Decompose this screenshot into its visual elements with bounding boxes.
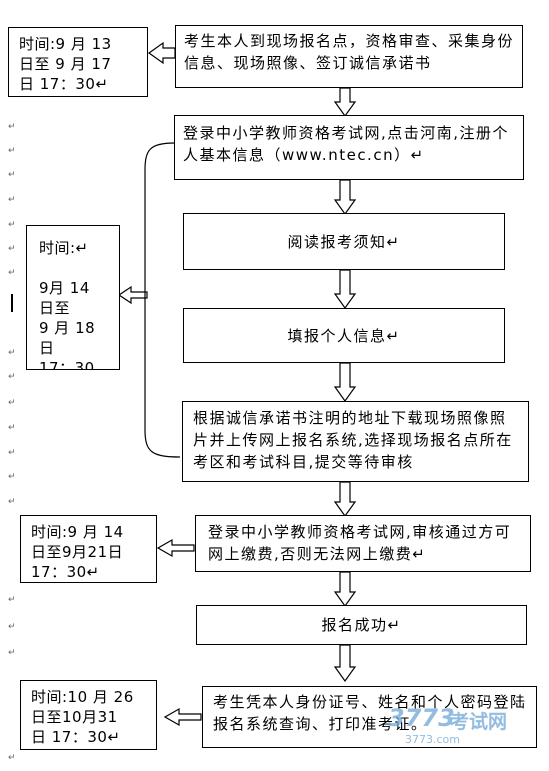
time-box-3: 时间:9 月 14 日至9月21日 17：30↵	[20, 515, 157, 583]
paragraph-mark: ↵	[8, 622, 16, 632]
arrow-down-1	[333, 87, 357, 118]
step-box-registration-success: 报名成功↵	[196, 605, 527, 645]
time-text: 时间:10 月 26 日至10月31 日 17：30↵	[31, 688, 134, 746]
step-box-register-online: 登录中小学教师资格考试网,点击河南,注册个人基本信息（www.ntec.cn）↵	[174, 115, 524, 180]
paragraph-mark: ↵	[8, 170, 16, 180]
step-box-review-payment: 登录中小学教师资格考试网,审核通过方可网上缴费,否则无法网上缴费↵	[195, 515, 531, 572]
arrow-left-3	[156, 538, 195, 558]
step-text: 考生本人到现场报名点，资格审查、采集身份信息、现场照像、签订诚信承诺书	[184, 32, 515, 72]
time-text: 时间:↵ 9月 14 日至 9 月 18 日 17：30	[39, 239, 96, 370]
step-box-on-site-registration: 考生本人到现场报名点，资格审查、采集身份信息、现场照像、签订诚信承诺书	[175, 25, 523, 88]
paragraph-mark: ↵	[8, 268, 16, 278]
paragraph-mark: ↵	[8, 244, 16, 254]
arrow-left-1	[147, 41, 176, 65]
paragraph-mark: ↵	[8, 195, 16, 205]
paragraph-mark: ↵	[8, 448, 16, 458]
step-box-fill-personal-info: 填报个人信息↵	[183, 308, 505, 363]
step-text: 根据诚信承诺书注明的地址下载现场照像照片并上传网上报名系统,选择现场报名点所在考…	[193, 409, 513, 471]
arrow-left-2	[117, 285, 148, 305]
arrow-down-4	[333, 362, 357, 403]
paragraph-mark: ↵	[8, 753, 16, 763]
arrow-left-4	[163, 707, 202, 727]
arrow-down-2	[333, 179, 357, 216]
step-box-print-admission-ticket: 考生凭本人身份证号、姓名和个人密码登陆报名系统查询、打印准考证。	[202, 686, 537, 748]
step-box-read-notice: 阅读报考须知↵	[183, 213, 505, 270]
watermark-logo: 3773	[388, 704, 455, 732]
time-box-4: 时间:10 月 26 日至10月31 日 17：30↵	[20, 680, 157, 750]
arrow-down-3	[333, 269, 357, 310]
arrow-down-5	[333, 481, 357, 518]
paragraph-mark: ↵	[8, 497, 16, 507]
step-text: 报名成功↵	[321, 616, 402, 634]
step-text: 填报个人信息↵	[287, 326, 401, 345]
step-text: 登录中小学教师资格考试网,点击河南,注册个人基本信息（www.ntec.cn）↵	[183, 124, 510, 164]
paragraph-mark: ↵	[8, 595, 16, 605]
group-bracket	[144, 142, 181, 458]
paragraph-mark: ↵	[8, 423, 16, 433]
step-text: 考生凭本人身份证号、姓名和个人密码登陆报名系统查询、打印准考证。	[213, 693, 527, 733]
paragraph-mark: ↵	[8, 472, 16, 482]
arrow-down-6	[333, 571, 357, 608]
step-text: 登录中小学教师资格考试网,审核通过方可网上缴费,否则无法网上缴费↵	[208, 523, 512, 563]
step-box-upload-photo: 根据诚信承诺书注明的地址下载现场照像照片并上传网上报名系统,选择现场报名点所在考…	[182, 401, 529, 482]
arrow-down-7	[333, 644, 357, 683]
paragraph-mark: ↵	[8, 648, 16, 658]
paragraph-mark: ↵	[8, 122, 16, 132]
time-box-1: 时间:9 月 13 日至 9 月 17 日 17：30↵	[8, 27, 148, 97]
watermark-url: 3773.com	[405, 733, 460, 746]
time-text: 时间:9 月 13 日至 9 月 17 日 17：30↵	[19, 35, 112, 93]
paragraph-mark: ↵	[8, 146, 16, 156]
paragraph-mark: ↵	[8, 220, 16, 230]
paragraph-mark: ↵	[8, 372, 16, 382]
watermark-site: 考试网	[450, 711, 508, 733]
time-box-2: 时间:↵ 9月 14 日至 9 月 18 日 17：30	[26, 225, 120, 370]
paragraph-mark: ↵	[8, 348, 16, 358]
step-text: 阅读报考须知↵	[287, 232, 401, 251]
paragraph-mark: ↵	[8, 398, 16, 408]
time-text: 时间:9 月 14 日至9月21日 17：30↵	[31, 523, 124, 581]
